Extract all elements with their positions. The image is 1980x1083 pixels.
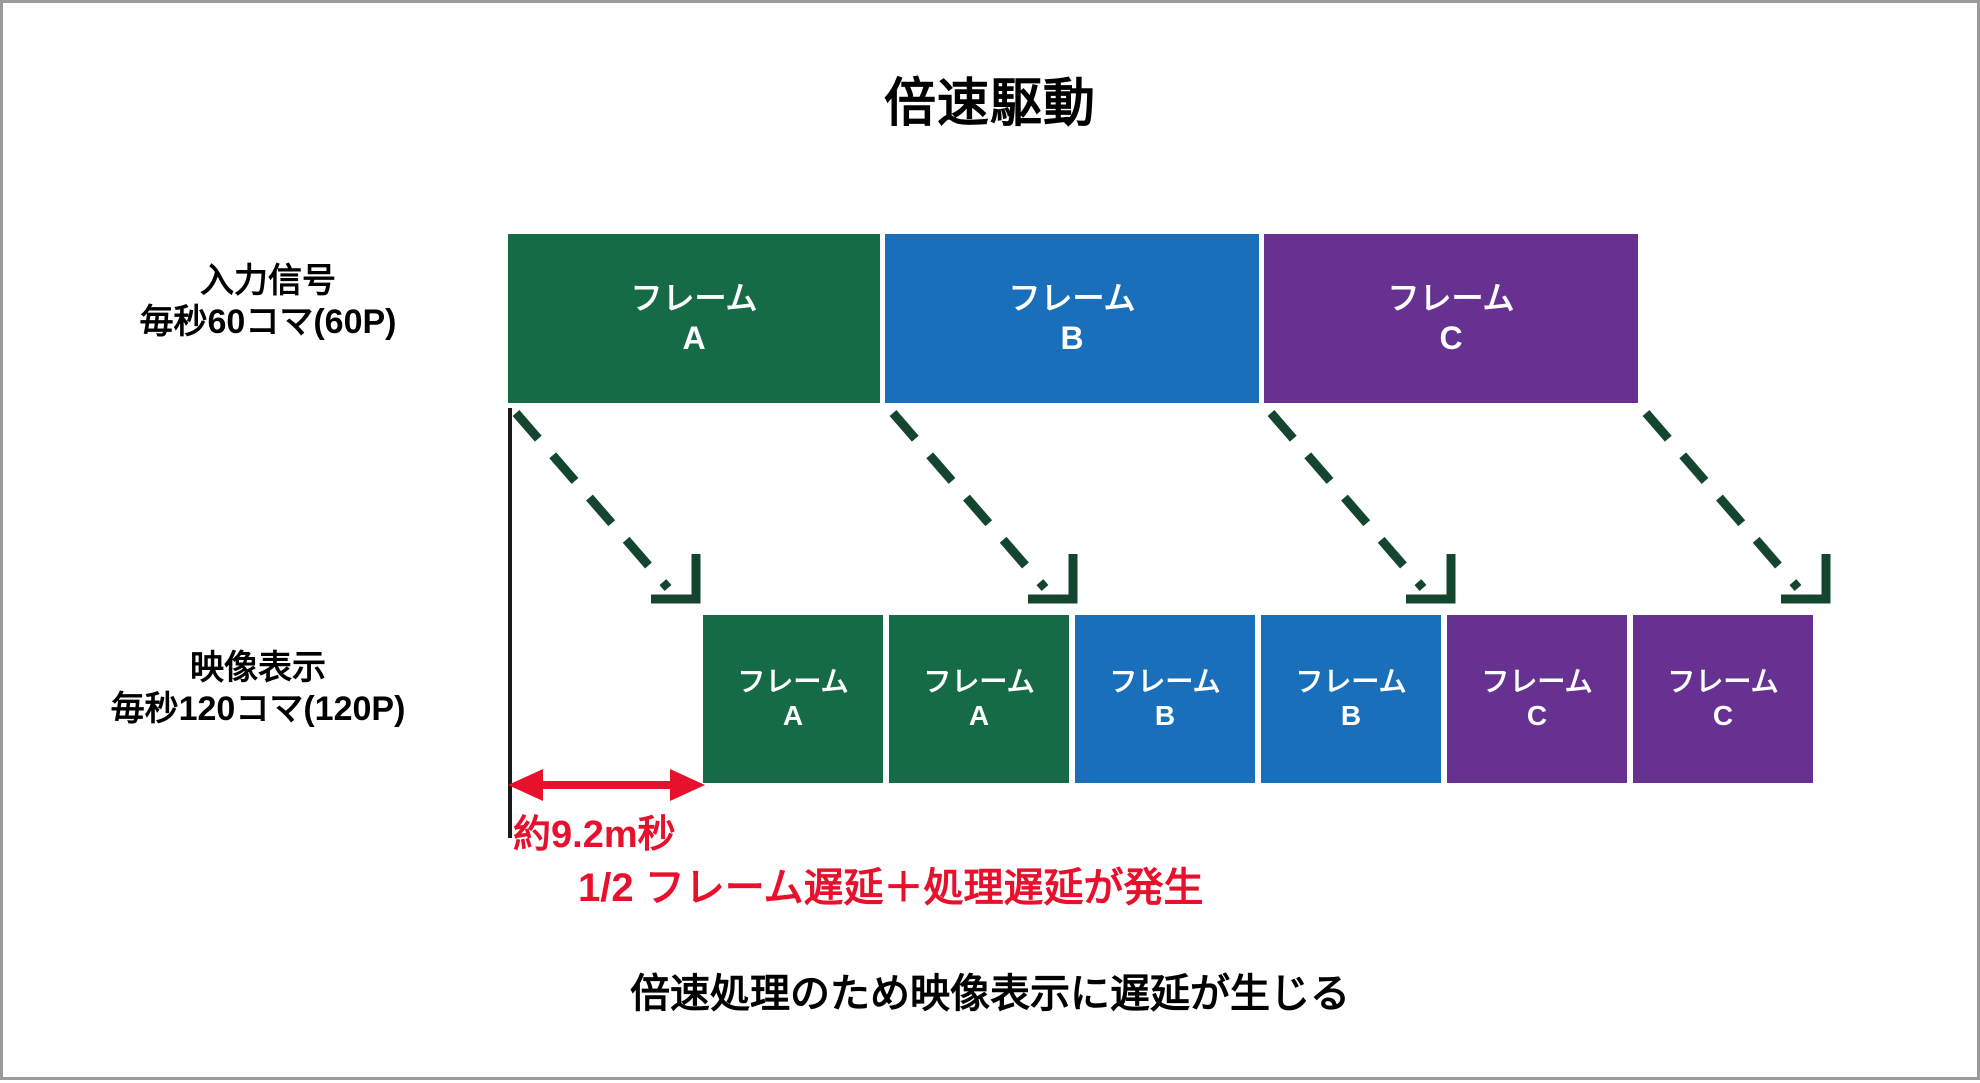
input-frame-block-b[interactable]: フレーム B xyxy=(885,234,1259,403)
frame-label: フレーム xyxy=(1109,665,1221,697)
output-frame-block-6[interactable]: フレーム C xyxy=(1633,615,1813,783)
input-frame-block-c[interactable]: フレーム C xyxy=(1264,234,1638,403)
mapping-arrow-1 xyxy=(512,410,701,604)
figure-caption: 倍速処理のため映像表示に遅延が生じる xyxy=(630,972,1350,1016)
frame-label: フレーム xyxy=(1481,665,1593,697)
input-frame-block-a[interactable]: フレーム A xyxy=(508,234,880,403)
frame-label: フレーム xyxy=(1295,665,1407,697)
time-origin-axis xyxy=(508,408,512,838)
arrow-overlay xyxy=(508,410,1831,801)
frame-id: A xyxy=(782,700,804,731)
frame-label: フレーム xyxy=(1667,665,1779,697)
frame-id: B xyxy=(1060,319,1084,356)
video-display-label: 映像表示 毎秒120コマ(120P) xyxy=(13,648,503,731)
frame-id: A xyxy=(968,700,990,731)
latency-double-arrow xyxy=(508,769,705,801)
frame-label: フレーム xyxy=(737,665,849,697)
input-signal-label-line2: 毎秒60コマ(60P) xyxy=(139,303,397,342)
frame-id: C xyxy=(1526,700,1548,731)
output-frame-block-5[interactable]: フレーム C xyxy=(1447,615,1627,783)
mapping-arrow-3 xyxy=(1267,410,1456,604)
input-signal-label-line1: 入力信号 xyxy=(200,262,336,300)
frame-label: フレーム xyxy=(1008,280,1136,317)
frame-label: フレーム xyxy=(630,280,758,317)
output-frame-block-4[interactable]: フレーム B xyxy=(1261,615,1441,783)
page-title: 倍速駆動 xyxy=(883,75,1096,133)
output-frame-block-3[interactable]: フレーム B xyxy=(1075,615,1255,783)
output-frame-block-1[interactable]: フレーム A xyxy=(703,615,883,783)
frame-id: B xyxy=(1340,700,1362,731)
frame-id: C xyxy=(1712,700,1734,731)
latency-value-label: 約9.2m秒 xyxy=(513,814,676,856)
frame-label: フレーム xyxy=(1387,280,1515,317)
mapping-arrow-2 xyxy=(889,410,1078,604)
frame-id: A xyxy=(682,319,706,356)
mapping-arrow-4 xyxy=(1642,410,1831,604)
video-display-label-line2: 毎秒120コマ(120P) xyxy=(110,690,406,729)
frame-id: C xyxy=(1439,319,1463,356)
frame-id: B xyxy=(1154,700,1176,731)
input-signal-label: 入力信号 毎秒60コマ(60P) xyxy=(33,261,503,344)
frame-label: フレーム xyxy=(923,665,1035,697)
delay-note-label: 1/2 フレーム遅延＋処理遅延が発生 xyxy=(578,866,1204,910)
output-frame-block-2[interactable]: フレーム A xyxy=(889,615,1069,783)
video-display-label-line1: 映像表示 xyxy=(190,649,326,687)
